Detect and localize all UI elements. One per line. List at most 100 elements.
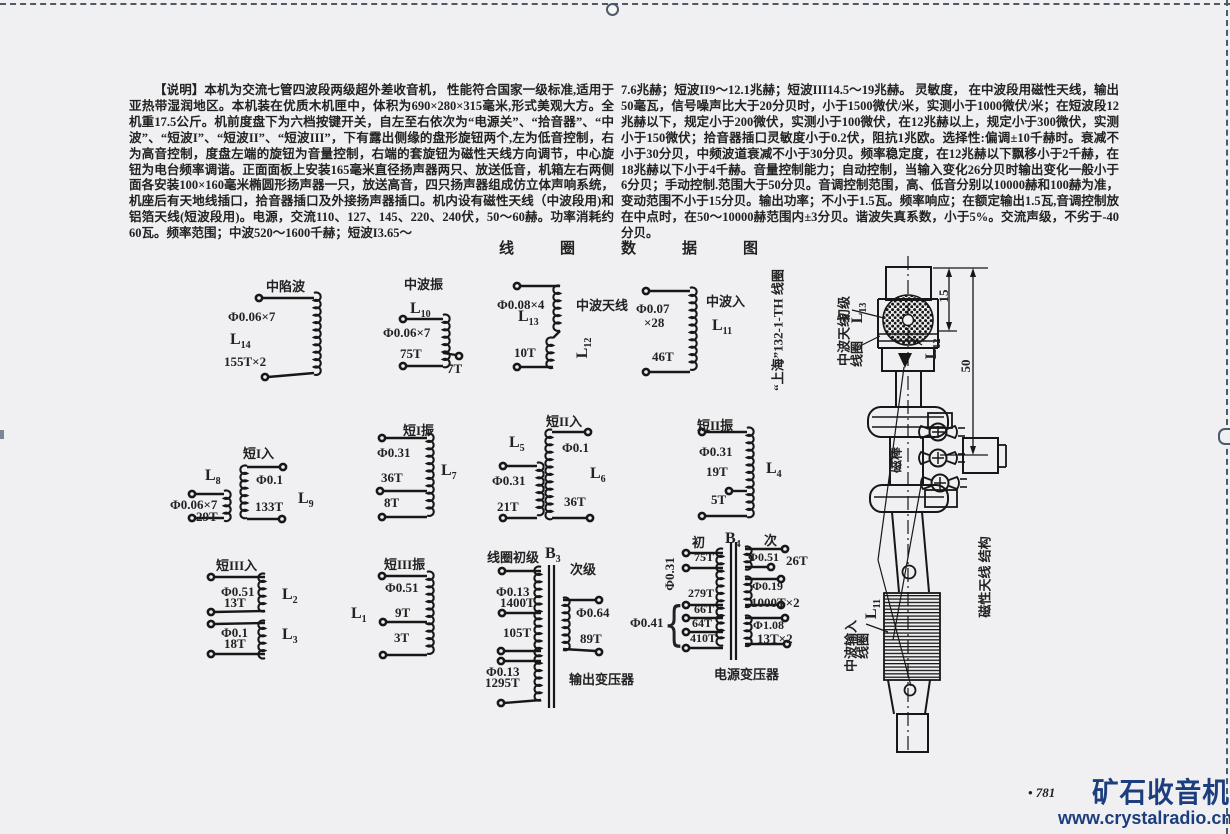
turns-label: 155T×2 — [224, 354, 267, 369]
wire-a-label: Φ0.31 — [492, 473, 526, 488]
s1-wire-label: Φ0.51 — [748, 550, 779, 564]
tap-label: 5T — [711, 492, 727, 507]
designator-index: 13 — [858, 302, 870, 313]
designator-index: 3 — [555, 554, 561, 566]
s2-turns-label: 1000T×2 — [751, 595, 800, 610]
title-label: 短III振 — [384, 557, 426, 572]
designator-letter: L — [590, 465, 601, 482]
p3-turns-label: 1295T — [485, 675, 520, 690]
p1-turns-label: 1400T — [500, 595, 535, 610]
title-label: 中波入 — [706, 294, 746, 309]
wire2-label: ×28 — [644, 315, 665, 330]
designator-index: 14 — [240, 340, 251, 352]
3-label: 64T — [692, 616, 713, 630]
title-label: 中波振 — [404, 277, 444, 292]
designator-index: 12 — [932, 338, 944, 349]
designator-index: 11 — [872, 598, 884, 609]
designator-index: 10 — [420, 309, 431, 321]
wire-b-label: Φ0.1 — [256, 472, 284, 487]
designator-letter: L — [298, 490, 309, 507]
input-coil-label-label: 线圈 — [855, 632, 871, 660]
designator-letter: L — [441, 462, 452, 479]
tap-label: 8T — [384, 495, 400, 510]
title-label: 短II振 — [697, 418, 734, 433]
tap-label: 3T — [394, 630, 410, 645]
secondary-label-label: 次级 — [570, 562, 597, 577]
4-label: 410T — [690, 631, 717, 645]
designator: L14 — [230, 331, 251, 351]
s2-wire-label: Φ0.19 — [752, 579, 783, 593]
structure-label-label: 磁性天线 结构 — [977, 536, 993, 618]
designator-letter: L — [410, 300, 421, 317]
designator-index: 4 — [735, 539, 741, 551]
title-label: 中陷波 — [266, 279, 306, 294]
designator-letter: B — [725, 530, 736, 547]
coil-label-label: 线圈 — [849, 340, 865, 368]
designator-index: 3 — [292, 635, 298, 647]
designator-letter: L — [766, 460, 777, 477]
title-label: 短I入 — [243, 446, 275, 461]
designator: L8 — [205, 467, 221, 487]
caption-label: 输出变压器 — [569, 672, 635, 687]
description-left-column: 【说明】本机为交流七管四波段两级超外差收音机， 性能符合国家一级标准,适用于亚热… — [129, 83, 614, 241]
designator: L7 — [441, 462, 457, 482]
0-label: 75T — [694, 550, 715, 564]
page-edge-right — [1226, 0, 1228, 834]
p-wire-bottom-label: Φ0.41 — [630, 615, 664, 630]
turns-label: 9T — [395, 605, 411, 620]
designator-letter: L — [282, 626, 293, 643]
caption-label: 电源变压器 — [714, 667, 780, 682]
designator-index: 11 — [722, 326, 733, 338]
designator: L12 — [574, 338, 594, 359]
wire-a-label: Φ0.06×7 — [170, 497, 218, 512]
designator: L13 — [849, 303, 869, 324]
title-label: 短I振 — [403, 423, 435, 438]
p1-wire-label: Φ0.13 — [496, 584, 530, 599]
designator-index: 2 — [292, 595, 298, 607]
wire-a-label: Φ0.51 — [221, 584, 255, 599]
designator: L4 — [766, 460, 782, 480]
wire-label: Φ0.31 — [699, 444, 733, 459]
title-label: 短II入 — [546, 414, 583, 429]
designator: L6 — [590, 465, 606, 485]
description-right-column: 7.6兆赫；短波II9～12.1兆赫；短波III14.5～19兆赫。 灵敏度， … — [621, 83, 1119, 241]
page-number: • 781 — [1028, 785, 1056, 800]
p2-turns-label: 105T — [503, 625, 532, 640]
turns-label: 75T — [400, 346, 422, 361]
wire-b-label: Φ0.1 — [221, 625, 249, 640]
designator-letter: L — [712, 317, 723, 334]
designator: B4 — [725, 530, 741, 550]
designator-index: 1 — [361, 614, 367, 626]
s-turns-label: 89T — [580, 631, 602, 646]
p3-wire-label: Φ0.13 — [486, 664, 520, 679]
designator-index: 7 — [451, 471, 457, 483]
designator-letter: L — [282, 586, 293, 603]
designator-index: 6 — [600, 474, 606, 486]
designator-index: 5 — [519, 443, 525, 455]
title-label: 短III入 — [216, 558, 258, 573]
label-label: 线圈初级 — [487, 550, 540, 565]
designator: L12 — [923, 339, 943, 360]
side-note-label: “上海”132-1-TH 线圈 — [770, 269, 786, 391]
rod-label-label: 磁棒 — [888, 446, 904, 474]
designator-letter: L — [922, 348, 940, 360]
designator: L2 — [282, 586, 298, 606]
s3-wire-label: Φ1.08 — [753, 618, 784, 632]
designator: L1 — [351, 605, 367, 625]
designator-index: 13 — [528, 317, 539, 329]
brace: { — [663, 597, 685, 652]
designator-letter: L — [230, 331, 241, 348]
designator-letter: L — [848, 312, 866, 324]
dim-15-label: 15 — [936, 289, 951, 303]
designator-index: 8 — [215, 476, 221, 488]
designator: L11 — [863, 599, 883, 619]
designator: L5 — [509, 434, 525, 454]
page-edge-top — [0, 3, 1230, 16]
primary-label-label: 初 — [692, 535, 706, 550]
designator-letter: L — [351, 605, 362, 622]
designator-letter: L — [518, 308, 529, 325]
designator-letter: L — [205, 467, 216, 484]
turns-b-label: 133T — [255, 499, 284, 514]
turns-a-label: 21T — [497, 499, 519, 514]
